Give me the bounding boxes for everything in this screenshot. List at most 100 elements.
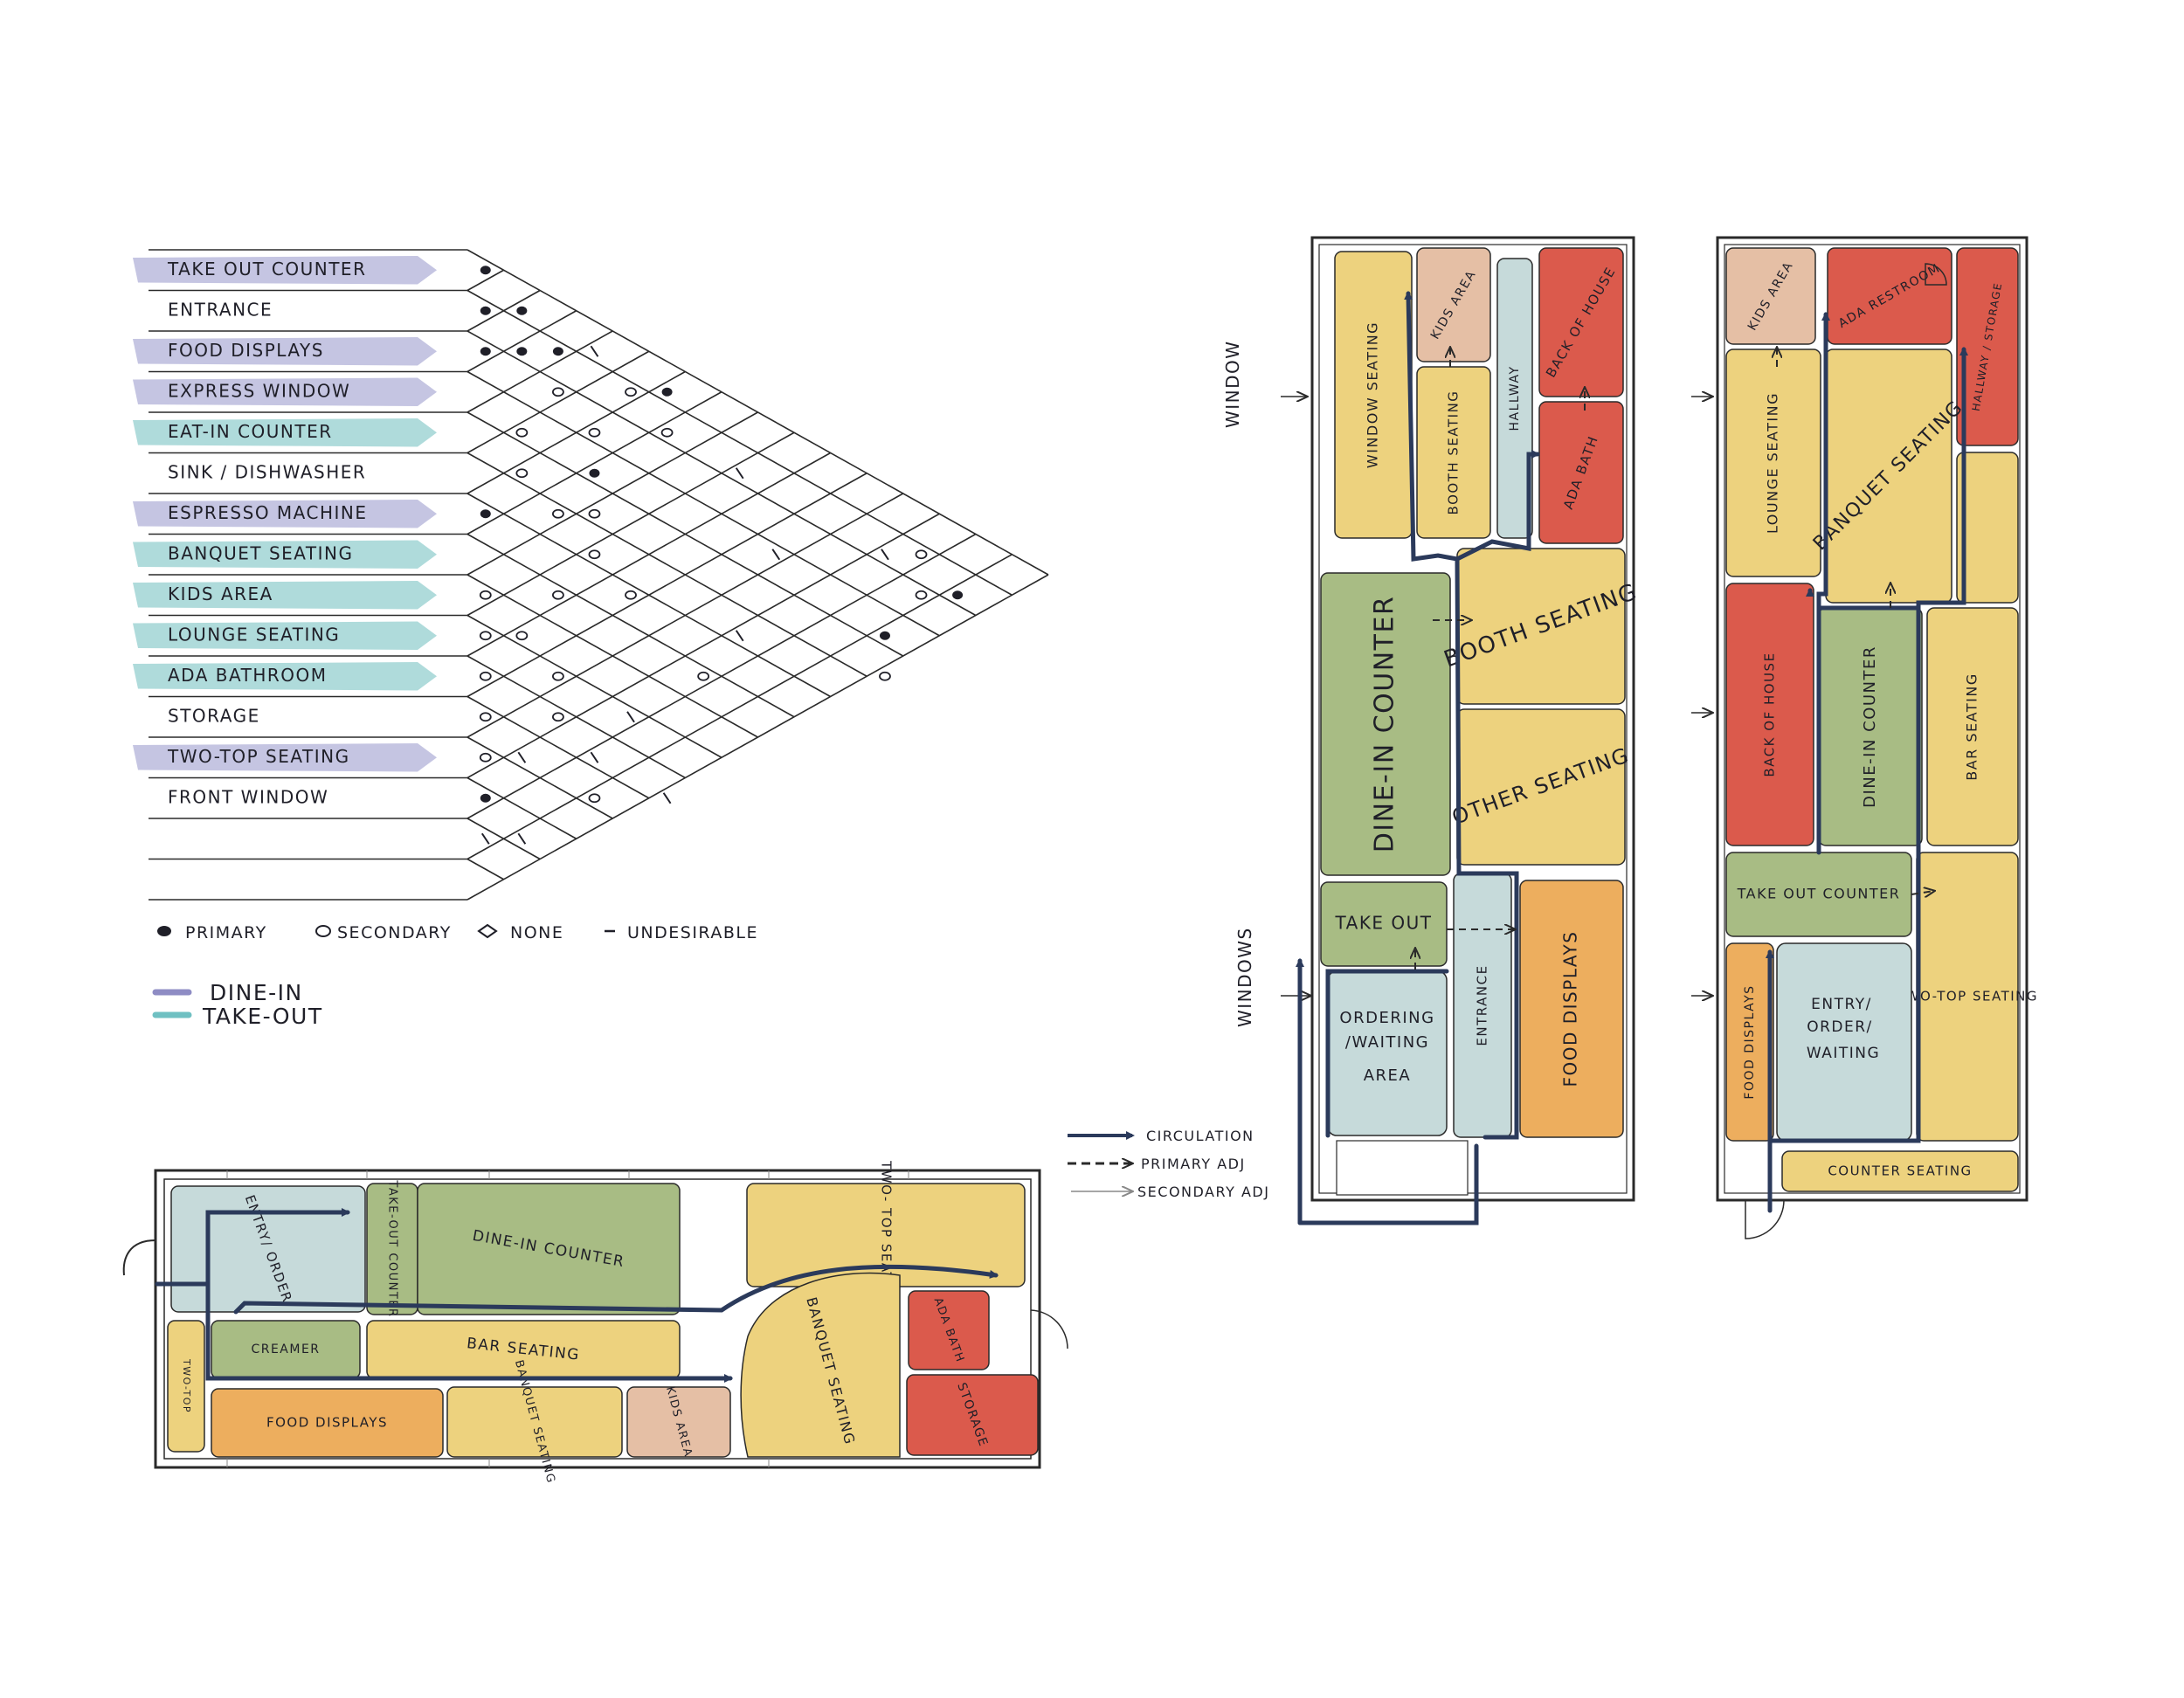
matrix-grid-line [467, 431, 795, 617]
secondary-mark [479, 631, 492, 641]
legend-undesirable: UNDESIRABLE [627, 923, 758, 942]
row-highlight-swatch [133, 418, 437, 447]
secondary-mark [515, 427, 529, 438]
restroom-door-icon [1925, 263, 1947, 286]
ordering-waiting-zone [1327, 970, 1448, 1136]
entry-order-waiting-zone [1776, 942, 1912, 1142]
take-out-mid-zone [1320, 881, 1448, 967]
arrow-legend-secondary-adj: SECONDARY ADJ [1137, 1184, 1269, 1200]
row-highlight-swatch [133, 662, 437, 691]
hallway-label: HALLWAY [1508, 365, 1522, 431]
undesirable-mark [662, 792, 672, 804]
primary-mark [480, 266, 491, 275]
row-highlight-swatch [133, 581, 437, 610]
matrix-grid-line [467, 533, 977, 819]
two-top-seating-right-label: TWO-TOP SEATING [1896, 989, 2038, 1004]
food-displays-right-label: FOOD DISPLAYS [1743, 984, 1757, 1099]
creamer-label: CREAMER [251, 1343, 320, 1356]
entry-line-1: ENTRY/ [1811, 996, 1872, 1013]
matrix-row-label: TAKE OUT COUNTER [167, 259, 366, 280]
primary-mark [516, 306, 528, 315]
matrix-grid-line [467, 391, 722, 535]
entry-order-zone [170, 1185, 366, 1313]
matrix-marks [479, 266, 964, 845]
primary-mark [952, 590, 964, 600]
take-out-counter-right-label: TAKE OUT COUNTER [1737, 886, 1901, 902]
hallway-zone [1496, 258, 1533, 539]
undesirable-mark [735, 467, 744, 480]
back-of-house-right-label: BACK OF HOUSE [1762, 652, 1778, 777]
plan-mid-vestibule [1336, 1140, 1469, 1196]
matrix-grid [149, 249, 1049, 901]
row-highlight-swatch [133, 256, 437, 285]
secondary-mark [588, 549, 601, 560]
primary-mark [480, 509, 491, 519]
matrix-row-label: ESPRESSO MACHINE [168, 502, 368, 523]
plan-mid-circulation [1296, 291, 1540, 1225]
matrix-legend: PRIMARY SECONDARY NONE UNDESIRABLE DINE-… [152, 923, 758, 1029]
matrix-grid-line [467, 858, 504, 880]
matrix-grid-line [467, 452, 832, 657]
plan-bottom-circulation [155, 1208, 999, 1383]
storage-zone [906, 1374, 1039, 1456]
legend-primary: PRIMARY [185, 923, 267, 942]
row-highlight-swatch [133, 621, 437, 650]
secondary-mark [515, 468, 529, 479]
secondary-mark [552, 508, 564, 519]
food-displays-mid-zone [1519, 880, 1624, 1138]
primary-mark [480, 306, 491, 315]
food-displays-mid-label: FOOD DISPLAYS [1560, 931, 1581, 1087]
undesirable-mark [735, 630, 744, 642]
secondary-mark [625, 590, 637, 600]
two-top-seating-label: TWO- TOP SEATING [879, 1160, 895, 1309]
matrix-grid-line [467, 473, 867, 698]
plan-right-adjacency [1777, 348, 1934, 894]
matrix-grid-line [467, 493, 904, 738]
plan-bottom-inner-wall [163, 1178, 1032, 1460]
window-seating-label: WINDOW SEATING [1365, 321, 1381, 468]
matrix-grid-line [467, 777, 577, 839]
kids-area-zone [626, 1386, 731, 1458]
food-displays-right-zone [1725, 942, 1774, 1142]
secondary-mark [552, 712, 564, 722]
secondary-circle-icon [315, 925, 331, 937]
dine-in-counter-mid-zone [1320, 572, 1451, 876]
secondary-mark [915, 549, 928, 560]
take-out-mid-label: TAKE OUT [1334, 913, 1432, 934]
two-top-left-zone [167, 1320, 205, 1453]
arrow-legend: CIRCULATION PRIMARY ADJ SECONDARY ADJ [1068, 1128, 1269, 1200]
bar-seating-right-label: BAR SEATING [1964, 673, 1980, 780]
secondary-mark [515, 631, 529, 641]
plan-right-inner-wall [1724, 244, 2021, 1194]
matrix-row-label: TWO-TOP SEATING [167, 746, 350, 767]
matrix-grid-line [467, 289, 1013, 596]
food-displays-zone [211, 1388, 444, 1458]
booth-seating-small-zone [1416, 366, 1491, 539]
legend-secondary: SECONDARY [337, 923, 452, 942]
counter-seating-label: COUNTER SEATING [1828, 1163, 1972, 1179]
arrow-legend-primary-adj: PRIMARY ADJ [1141, 1156, 1246, 1172]
counter-seating-zone [1781, 1150, 2019, 1192]
secondary-mark [915, 590, 928, 600]
ordering-line-1: ORDERING [1339, 1009, 1434, 1027]
matrix-row-label: FOOD DISPLAYS [168, 340, 324, 361]
primary-mark [589, 468, 600, 478]
matrix-grid-line [467, 370, 686, 494]
matrix-row-label: ADA BATHROOM [168, 665, 328, 686]
plan-mid-adjacency [1415, 348, 1585, 970]
secondary-mark [479, 671, 492, 681]
ordering-line-2: /WAITING [1345, 1033, 1429, 1052]
secondary-mark [588, 793, 601, 804]
matrix-grid-line [467, 310, 577, 373]
entry-line-3: WAITING [1807, 1045, 1880, 1062]
matrix-grid-line [467, 289, 541, 332]
matrix-row-label: LOUNGE SEATING [168, 624, 340, 645]
secondary-mark [588, 427, 601, 438]
dine-in-counter-mid-label: DINE-IN COUNTER [1370, 596, 1400, 853]
primary-dot-icon [157, 926, 171, 936]
row-highlight-swatch [133, 500, 437, 528]
